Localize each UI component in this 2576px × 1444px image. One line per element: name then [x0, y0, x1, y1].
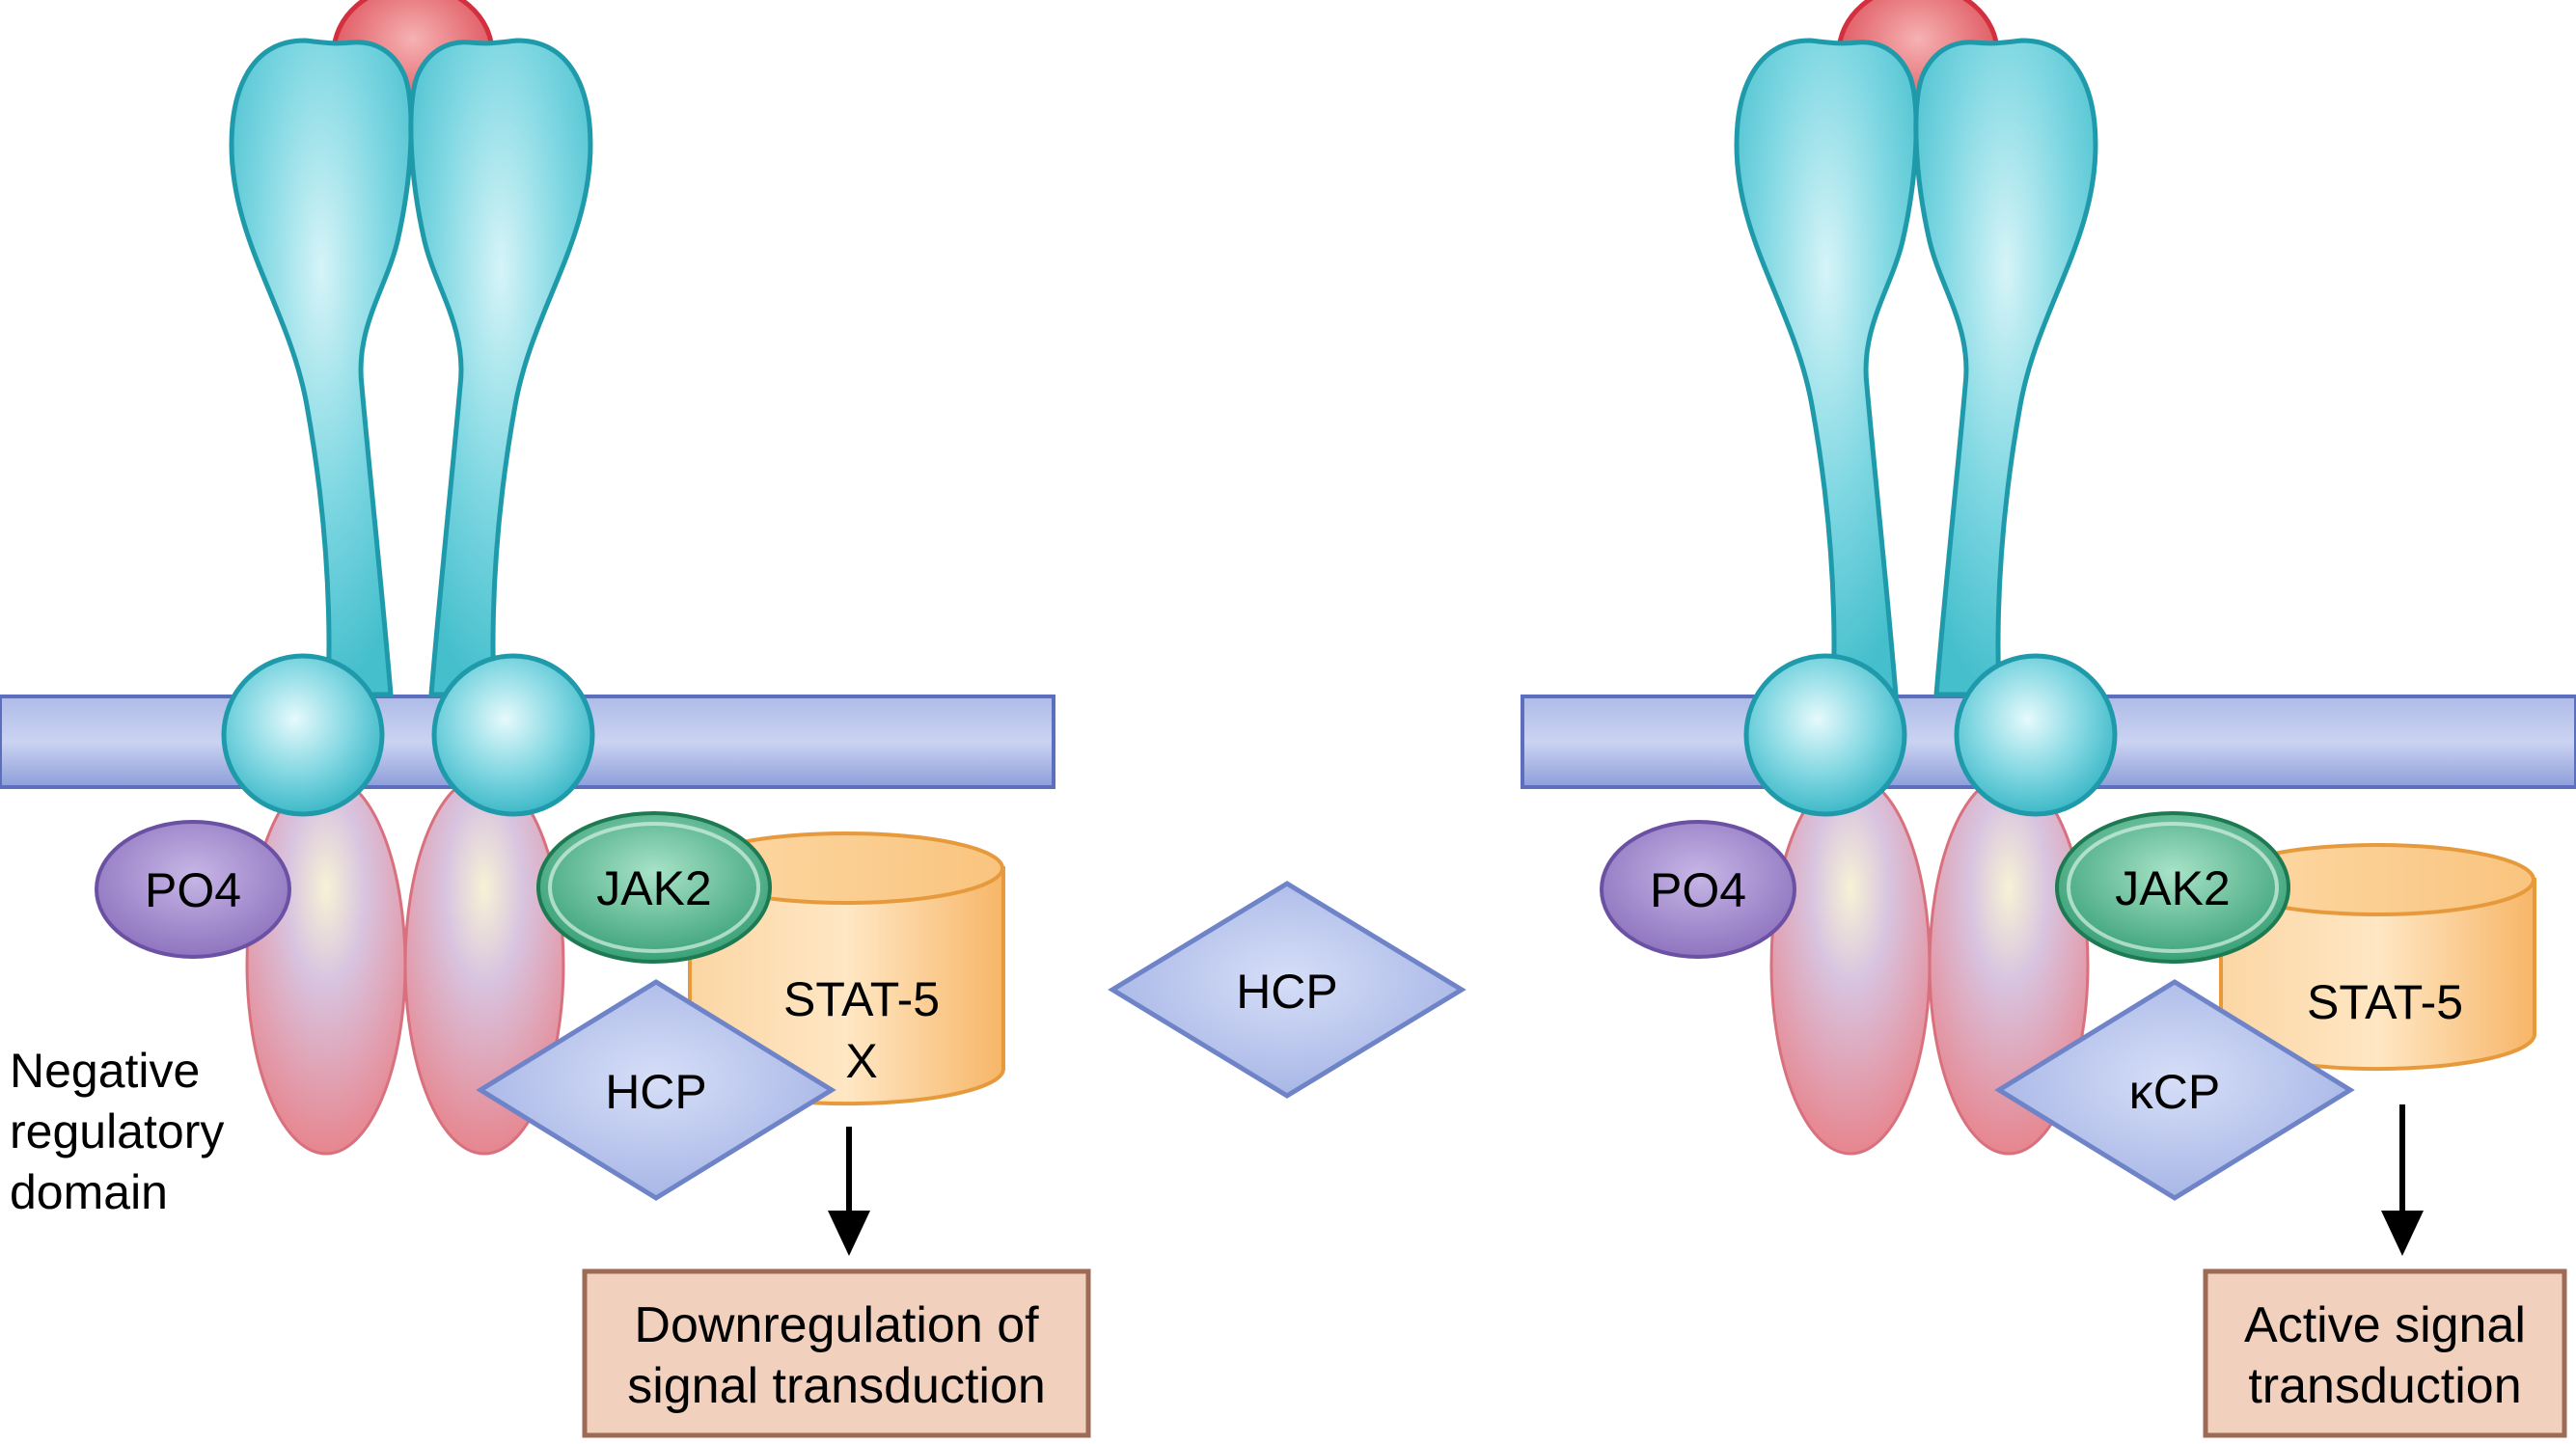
- kcp-diamond-right: [1994, 979, 2355, 1201]
- hcp-label-left: HCP: [605, 1065, 707, 1119]
- receptor-chain-right-1: [1734, 38, 1919, 697]
- outcome-label-right-line-2: transduction: [2248, 1358, 2521, 1414]
- hcp-free-label: HCP: [1236, 965, 1338, 1019]
- receptor-chain-left-2: [408, 38, 593, 697]
- side-label-line-1: Negative: [10, 1044, 200, 1098]
- side-label-line-2: regulatory: [10, 1104, 224, 1158]
- jak2-label-right: JAK2: [2115, 861, 2231, 915]
- left-panel: PO4 STAT-5 X JAK2 HCP Negative regulator…: [0, 0, 1091, 1438]
- stat5-label-right: STAT-5: [2307, 975, 2463, 1029]
- transmembrane-ball-right-1: [1743, 653, 1907, 817]
- intracellular-domain-right-1: [1769, 774, 1932, 1156]
- intracellular-domain-left-1: [245, 774, 407, 1156]
- side-label-line-3: domain: [10, 1165, 168, 1219]
- receptor-chain-right-2: [1913, 38, 2098, 697]
- hcp-diamond-free: [1108, 881, 1466, 1099]
- po4-oval-left: [95, 820, 291, 959]
- stat5-x-mark-left: X: [845, 1034, 877, 1088]
- outcome-box-left: [582, 1268, 1091, 1438]
- transmembrane-ball-right-2: [1954, 653, 2118, 817]
- arrow-left: [828, 1127, 870, 1256]
- outcome-box-right: [2203, 1268, 2567, 1438]
- stat5-label-left: STAT-5: [783, 972, 940, 1026]
- jak2-label-left: JAK2: [596, 861, 712, 915]
- kcp-label-right: κCP: [2129, 1065, 2220, 1119]
- outcome-label-right-line-1: Active signal: [2244, 1297, 2526, 1353]
- po4-label-right: PO4: [1650, 863, 1746, 917]
- transmembrane-ball-left-2: [431, 653, 595, 817]
- outcome-label-left-line-2: signal transduction: [627, 1358, 1046, 1414]
- center-free-hcp: HCP: [1108, 881, 1466, 1099]
- receptor-chain-left-1: [229, 38, 414, 697]
- outcome-label-left-line-1: Downregulation of: [634, 1297, 1039, 1353]
- arrow-right: [2381, 1104, 2424, 1256]
- jak2-oval-right: [2055, 811, 2290, 964]
- po4-label-left: PO4: [145, 863, 241, 917]
- hcp-diamond-left: [476, 979, 836, 1201]
- transmembrane-ball-left-1: [221, 653, 385, 817]
- right-panel: PO4 STAT-5 JAK2 κCP Active signal transd…: [1521, 0, 2576, 1438]
- po4-oval-right: [1600, 820, 1796, 959]
- jak2-oval-left: [536, 811, 772, 964]
